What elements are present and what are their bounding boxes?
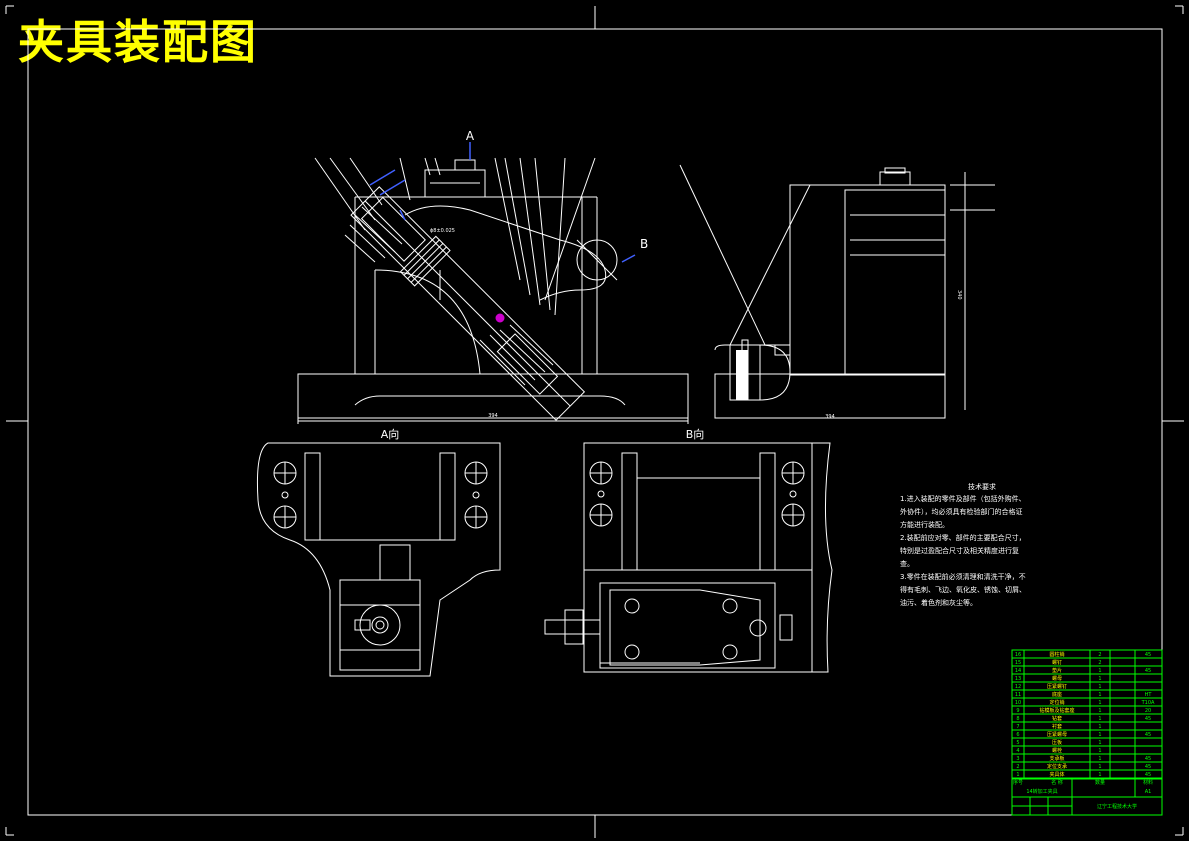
title-block-cell-no: 2 [1016,764,1019,770]
tech-line: 3.零件在装配前必须清理和清洗干净，不 [900,572,1026,581]
tech-line: 2.装配前应对零、部件的主要配合尺寸， [900,533,1026,542]
view-a-label: A向 [381,427,400,441]
title-block-cell-qty: 1 [1098,716,1101,722]
title-block-cell-name: 压紧螺钉 [1047,683,1067,690]
title-block-cell-name: 支承板 [1049,755,1064,762]
title-block-cell-mat: 20 [1145,708,1151,714]
title-block-cell-no: 14 [1015,668,1021,674]
school-name: 辽宁工程技术大学 [1097,803,1137,810]
title-block-cell-no: 10 [1015,700,1021,706]
title-block-cell-no: 7 [1016,724,1019,730]
title-block-cell-name: 定位支承 [1047,763,1067,770]
title-block-cell-qty: 1 [1098,708,1101,714]
title-block-cell-no: 16 [1015,652,1021,658]
title-block-cell-name: 压紧螺母 [1047,731,1067,738]
title-block-cell-qty: 1 [1098,740,1101,746]
title-block-cell-qty: 1 [1098,676,1101,682]
title-block-cell-qty: 1 [1098,732,1101,738]
title-block-cell-qty: 1 [1098,772,1101,778]
title-block-cell-qty: 1 [1098,756,1101,762]
title-block-cell-name: 衬套 [1052,723,1062,730]
title-block-header: 名 称 [1051,779,1063,786]
front-view: A B 394 ϕ8±0.025 [297,129,689,424]
title-block-cell-name: 螺栓 [1052,747,1062,754]
side-height-dimension: 340 [956,290,962,300]
title-block-cell-name: 钻套 [1052,715,1062,722]
view-b-label: B向 [686,427,705,441]
tech-line: 查。 [900,559,914,568]
title-block-cell-qty: 1 [1098,748,1101,754]
title-block-cell-mat: HT [1145,692,1153,698]
tech-line: 油污、着色剂和灰尘等。 [900,598,977,607]
title-block-cell-name: 螺母 [1052,675,1062,682]
title-block-cell-name: 压板 [1052,739,1062,746]
tech-line: 方能进行装配。 [900,520,949,529]
tech-line: 外协件），均必须具有检验部门的合格证 [900,507,1023,516]
tech-line: 特别是过盈配合尺寸及相关精度进行复 [900,546,1019,555]
title-block-cell-name: 圆柱销 [1049,651,1064,658]
title-block-header: 数量 [1095,779,1105,786]
drawing-title: 夹具装配图 [18,15,258,69]
title-block-cell-mat: 45 [1145,772,1151,778]
front-width-dimension: 394 [488,413,498,419]
title-block-cell-qty: 1 [1098,684,1101,690]
title-block-cell-name: 螺钉 [1052,659,1062,666]
title-block-cell-name: 垫片 [1052,667,1062,674]
view-a: A向 [257,427,501,677]
title-block-cell-no: 8 [1016,716,1019,722]
title-block-cell-no: 6 [1016,732,1019,738]
title-block-cell-name: 底座 [1052,691,1062,698]
drawing-name: 14转加工夹具 [1026,788,1057,795]
sheet-border [5,5,1184,838]
title-block-cell-mat: 45 [1145,756,1151,762]
tech-line: 1.进入装配的零件及部件（包括外购件、 [900,494,1026,503]
title-block-cell-no: 11 [1015,692,1021,698]
title-block-header: 序号 [1013,779,1023,786]
title-block-cell-no: 9 [1016,708,1019,714]
title-block-cell-mat: 45 [1145,764,1151,770]
title-block-cell-qty: 1 [1098,700,1101,706]
title-block-cell-qty: 2 [1098,660,1101,666]
title-block-cell-qty: 1 [1098,692,1101,698]
section-a-marker: A [466,129,475,143]
title-block-cell-mat: 45 [1145,732,1151,738]
tolerance-note: ϕ8±0.025 [430,228,455,234]
title-block-cell-no: 15 [1015,660,1021,666]
section-b-marker: B [640,237,648,251]
title-block-cell-qty: 2 [1098,652,1101,658]
title-block-cell-no: 1 [1016,772,1019,778]
title-block-cell-qty: 1 [1098,764,1101,770]
tech-line: 得有毛刺、飞边、氧化皮、锈蚀、切屑、 [900,585,1026,594]
side-view: 394 340 [679,164,995,420]
title-block-cell-qty: 1 [1098,724,1101,730]
title-block-cell-no: 12 [1015,684,1021,690]
title-block-cell-name: 夹具体 [1049,771,1064,778]
title-block-header: 材料 [1143,779,1153,786]
title-block-cell-no: 3 [1016,756,1019,762]
title-block-cell-qty: 1 [1098,668,1101,674]
title-block-cell-mat: 45 [1145,668,1151,674]
tech-requirements-heading: 技术要求 [968,482,996,491]
title-block-cell-name: 钻模板及钻套座 [1039,707,1074,714]
title-block-cell-mat: 45 [1145,652,1151,658]
sheet-size: A1 [1145,789,1152,795]
title-block-cell-no: 5 [1016,740,1019,746]
technical-requirements: 技术要求 1.进入装配的零件及部件（包括外购件、 外协件），均必须具有检验部门的… [900,482,1026,607]
title-block-cell-mat: 45 [1145,716,1151,722]
title-block-cell-mat: T10A [1141,700,1155,706]
title-block-cell-no: 13 [1015,676,1021,682]
title-block-cell-name: 定位销 [1049,699,1064,706]
side-width-dimension: 394 [825,414,835,420]
view-b: B向 [544,427,833,673]
title-block-cell-no: 4 [1016,748,1019,754]
